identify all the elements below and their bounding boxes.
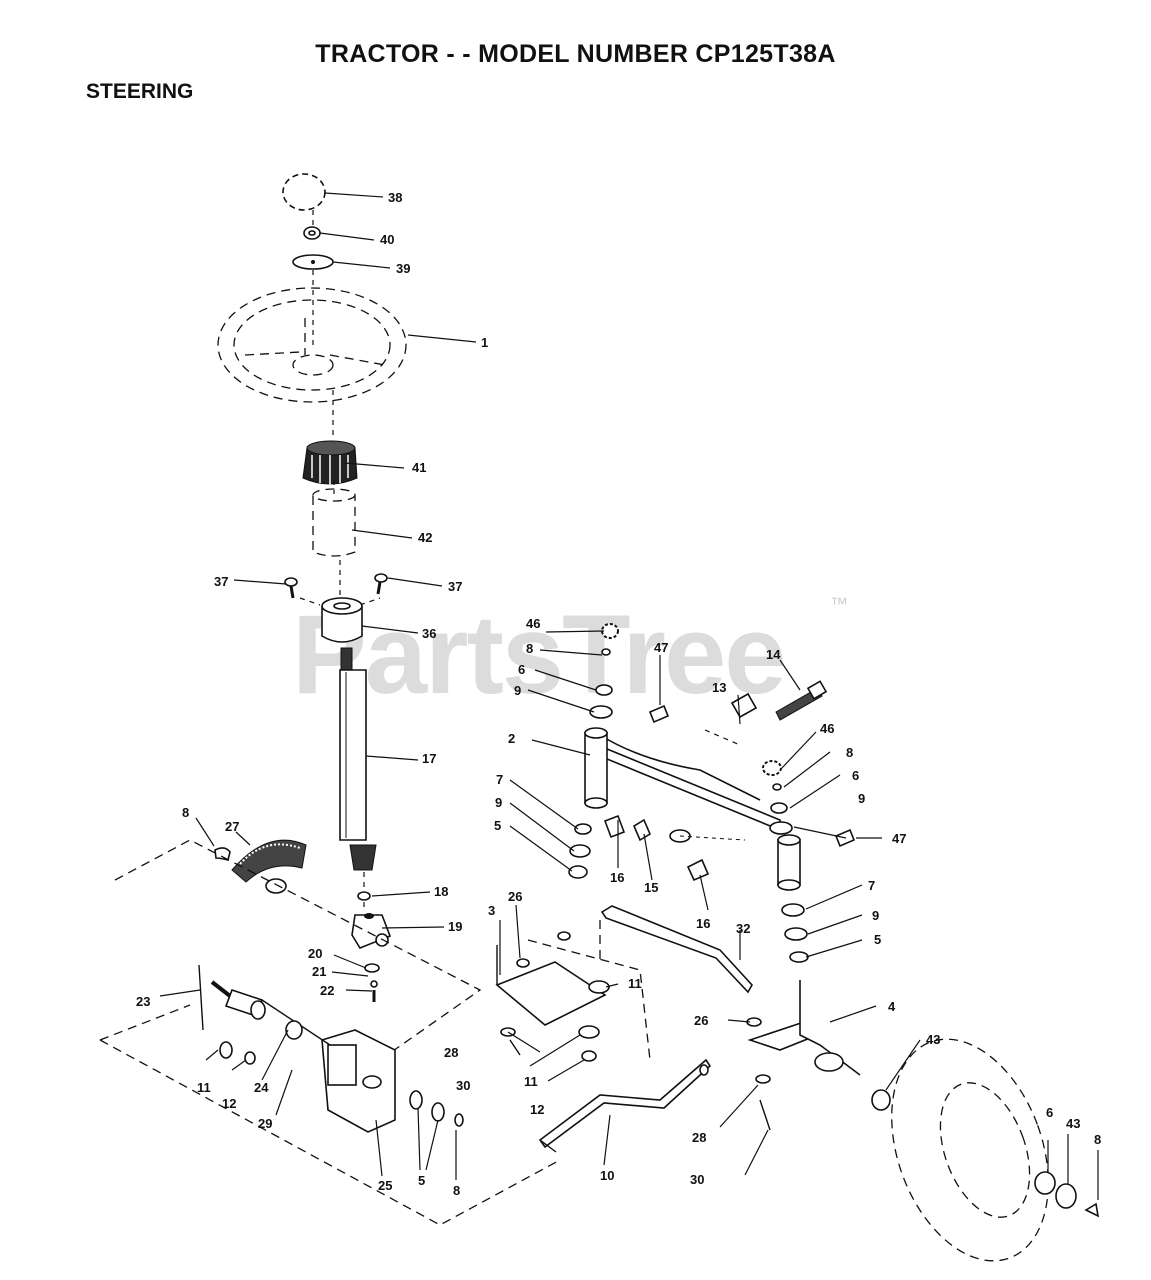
callout-2: 2 xyxy=(508,731,515,746)
section-title: STEERING xyxy=(86,80,194,103)
bolt-right xyxy=(374,573,388,595)
callout-10: 10 xyxy=(600,1168,614,1183)
steering-plate xyxy=(495,920,651,1062)
right-spindle xyxy=(777,834,801,891)
callout-41: 41 xyxy=(412,460,426,475)
callout-6-left: 6 xyxy=(518,662,525,677)
callout-37-right: 37 xyxy=(448,579,462,594)
washer-top xyxy=(292,254,334,270)
callout-47-left: 47 xyxy=(654,640,668,655)
sector-gear xyxy=(214,839,307,894)
callout-16-left: 16 xyxy=(610,870,624,885)
callout-18: 18 xyxy=(434,884,448,899)
callout-43-wheel: 43 xyxy=(1066,1116,1080,1131)
callout-42: 42 xyxy=(418,530,432,545)
callout-21: 21 xyxy=(312,964,326,979)
steering-shaft xyxy=(339,647,377,871)
left-washer-stack xyxy=(568,623,619,879)
callout-23: 23 xyxy=(136,994,150,1009)
callout-9-right-top: 9 xyxy=(858,791,865,806)
callout-8-left-top: 8 xyxy=(526,641,533,656)
callout-7-left: 7 xyxy=(496,772,503,787)
callout-30-right: 30 xyxy=(690,1172,704,1187)
callout-6-wheel: 6 xyxy=(1046,1105,1053,1120)
callout-8-lower: 8 xyxy=(453,1183,460,1198)
callout-43-upper: 43 xyxy=(926,1032,940,1047)
callout-25: 25 xyxy=(378,1178,392,1193)
right-washer-stack xyxy=(762,760,809,963)
callout-11-center: 11 xyxy=(628,976,642,991)
callout-5-lower: 5 xyxy=(418,1173,425,1188)
callout-32: 32 xyxy=(736,921,750,936)
callout-8-gear: 8 xyxy=(182,805,189,820)
steering-adapter-splined xyxy=(302,440,358,485)
callout-9-left: 9 xyxy=(495,795,502,810)
front-wheel xyxy=(871,1038,1100,1262)
callout-29: 29 xyxy=(258,1116,272,1131)
callout-39: 39 xyxy=(396,261,410,276)
callout-8-wheel: 8 xyxy=(1094,1132,1101,1147)
callout-5-right: 5 xyxy=(874,932,881,947)
callout-8-right-top: 8 xyxy=(846,745,853,760)
callout-7-right: 7 xyxy=(868,878,875,893)
callout-40: 40 xyxy=(380,232,394,247)
callout-26-right: 26 xyxy=(694,1013,708,1028)
small-washers xyxy=(364,963,380,1002)
callout-26-left: 26 xyxy=(508,889,522,904)
callout-22: 22 xyxy=(320,983,334,998)
callout-14: 14 xyxy=(766,647,781,662)
column-bushing xyxy=(321,597,363,643)
tie-rod xyxy=(600,905,762,1027)
callout-36: 36 xyxy=(422,626,436,641)
callout-46-right: 46 xyxy=(820,721,834,736)
callout-12-lower: 12 xyxy=(530,1102,544,1117)
callout-38: 38 xyxy=(388,190,402,205)
callout-28-right: 28 xyxy=(692,1130,706,1145)
callout-24: 24 xyxy=(254,1080,269,1095)
callout-46-left: 46 xyxy=(526,616,540,631)
hex-nut-top xyxy=(303,226,321,240)
watermark: PartsTree xyxy=(292,592,787,717)
callout-20: 20 xyxy=(308,946,322,961)
callout-37-left: 37 xyxy=(214,574,228,589)
right-steering-arm xyxy=(747,980,861,1131)
callout-13: 13 xyxy=(712,680,726,695)
pinion-block xyxy=(351,913,392,949)
callout-5-left: 5 xyxy=(494,818,501,833)
drag-link xyxy=(538,1058,712,1153)
steering-cap xyxy=(282,173,326,211)
spacers xyxy=(557,814,710,941)
callout-27: 27 xyxy=(225,819,239,834)
callout-11-lower: 11 xyxy=(524,1074,538,1089)
left-spindle xyxy=(584,727,608,809)
callout-1: 1 xyxy=(481,335,488,350)
callout-11-left: 11 xyxy=(197,1080,211,1095)
bolt-left xyxy=(284,577,298,599)
callout-30-left: 30 xyxy=(456,1078,470,1093)
callout-4: 4 xyxy=(888,999,896,1014)
shaft-washer xyxy=(357,891,371,901)
callout-28-left: 28 xyxy=(444,1045,458,1060)
column-sleeve xyxy=(312,488,356,557)
callout-12-left: 12 xyxy=(222,1096,236,1111)
callout-47-right: 47 xyxy=(892,831,906,846)
callout-9-right: 9 xyxy=(872,908,879,923)
watermark-trademark: ™ xyxy=(830,594,848,614)
callout-17: 17 xyxy=(422,751,436,766)
callout-19: 19 xyxy=(448,919,462,934)
mount-bracket xyxy=(198,964,396,1133)
callout-3: 3 xyxy=(488,903,495,918)
page-title: TRACTOR - - MODEL NUMBER CP125T38A xyxy=(315,40,836,68)
steering-wheel xyxy=(217,287,407,403)
callout-16-right: 16 xyxy=(696,916,710,931)
callout-15: 15 xyxy=(644,880,658,895)
axle-beam xyxy=(589,734,781,843)
callout-6-right: 6 xyxy=(852,768,859,783)
callout-9-left-top: 9 xyxy=(514,683,521,698)
